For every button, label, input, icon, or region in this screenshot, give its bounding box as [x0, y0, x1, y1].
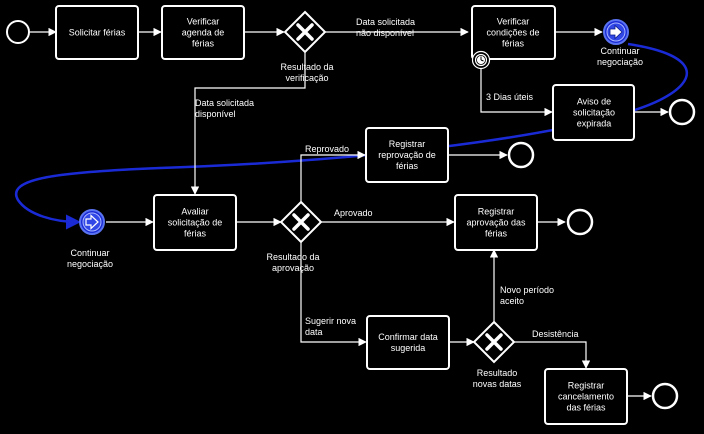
- timer-icon[interactable]: [471, 50, 491, 70]
- label-line: Solicitar férias: [69, 28, 126, 38]
- label-line: disponível: [195, 109, 236, 119]
- label-flow-aprovado: Aprovado: [334, 208, 373, 218]
- label-line: Verificar: [497, 17, 530, 27]
- label-line: negociação: [67, 259, 113, 269]
- label-line: sugerida: [391, 343, 426, 353]
- label-line: férias: [192, 39, 215, 49]
- start-event-icon[interactable]: [6, 20, 30, 44]
- label-line: condições de: [486, 28, 539, 38]
- end-event-icon[interactable]: [566, 208, 594, 236]
- label-line: aceito: [500, 296, 524, 306]
- end-event-icon[interactable]: [651, 382, 679, 410]
- label-line: negociação: [597, 57, 643, 67]
- label-line: Resultado da: [266, 252, 319, 262]
- label-line: 3 Dias úteis: [486, 92, 534, 102]
- task-solicitar-ferias-label: Solicitar férias: [69, 28, 126, 38]
- label-line: reprovação de: [378, 150, 436, 160]
- label-line: Data solicitada: [195, 98, 254, 108]
- label-line: Data solicitada: [356, 17, 415, 27]
- label-line: Novo período: [500, 285, 554, 295]
- label-line: verificação: [285, 73, 328, 83]
- label-line: cancelamento: [558, 392, 614, 402]
- label-line: expirada: [577, 119, 612, 129]
- label-line: Desistência: [532, 329, 579, 339]
- gateway-aprovacao[interactable]: [279, 200, 323, 244]
- label-line: Resultado: [477, 368, 518, 378]
- label-line: agenda de: [182, 28, 225, 38]
- label-line: Verificar: [187, 17, 220, 27]
- label-line: não disponível: [356, 28, 414, 38]
- label-flow-desistencia: Desistência: [532, 329, 579, 339]
- label-line: férias: [502, 39, 525, 49]
- label-line: Sugerir nova: [305, 316, 356, 326]
- label-line: férias: [485, 229, 508, 239]
- label-flow-reprovado: Reprovado: [305, 144, 349, 154]
- label-line: Resultado da: [280, 62, 333, 72]
- label-line: férias: [396, 161, 419, 171]
- label-line: aprovação: [272, 263, 314, 273]
- label-line: Continuar: [70, 248, 109, 258]
- end-event-icon[interactable]: [668, 98, 696, 126]
- label-line: Aprovado: [334, 208, 373, 218]
- label-line: Aviso de: [577, 97, 611, 107]
- label-line: Registrar: [568, 381, 605, 391]
- end-event-icon[interactable]: [507, 141, 535, 169]
- gateway-verificacao[interactable]: [283, 10, 327, 54]
- label-line: Confirmar data: [378, 332, 438, 342]
- label-line: solicitação de: [168, 218, 223, 228]
- label-flow-tres-dias: 3 Dias úteis: [486, 92, 534, 102]
- label-line: Reprovado: [305, 144, 349, 154]
- label-line: data: [305, 327, 323, 337]
- link-event-icon[interactable]: [79, 209, 105, 235]
- label-line: das férias: [566, 403, 606, 413]
- link-event-icon[interactable]: [603, 19, 629, 45]
- task-solicitar-ferias[interactable]: Solicitar férias: [55, 5, 139, 60]
- label-line: Continuar: [600, 46, 639, 56]
- gateway-novas-datas[interactable]: [472, 320, 516, 364]
- label-line: Registrar: [389, 139, 426, 149]
- label-line: novas datas: [473, 379, 522, 389]
- sequence-flows: [30, 27, 669, 401]
- link-connection: [14, 42, 689, 230]
- label-line: aprovação das: [466, 218, 526, 228]
- label-line: Avaliar: [181, 207, 208, 217]
- label-line: Registrar: [478, 207, 515, 217]
- label-line: férias: [184, 229, 207, 239]
- label-line: solicitação: [573, 108, 615, 118]
